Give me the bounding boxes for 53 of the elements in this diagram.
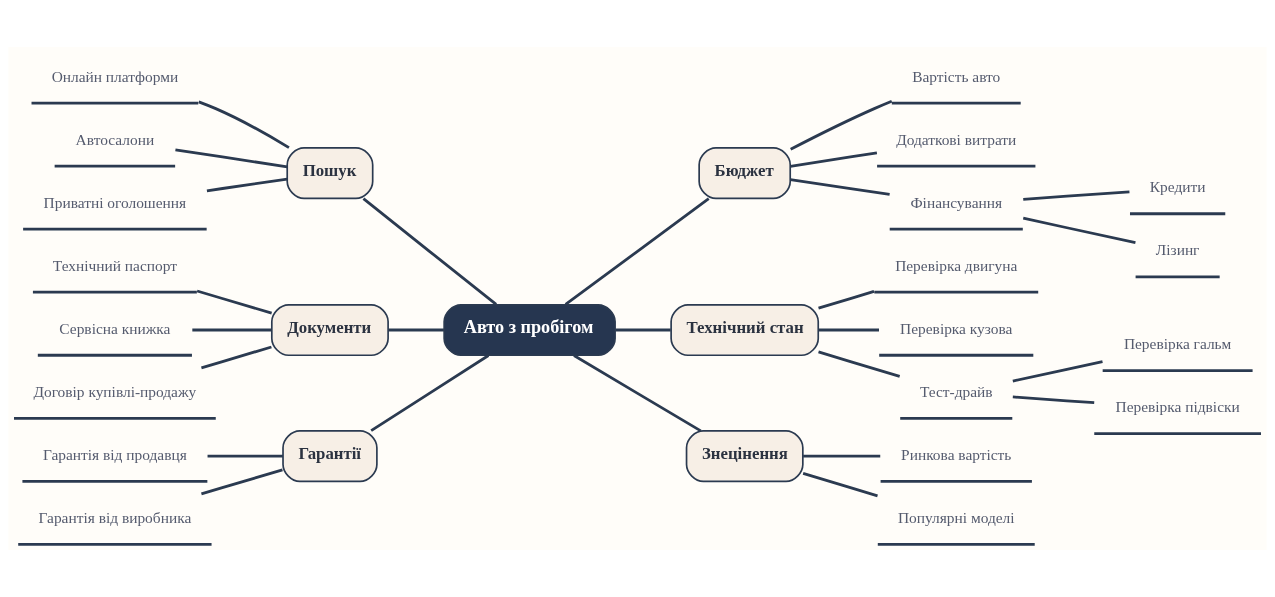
node-text: Лізинг — [1155, 241, 1200, 259]
node-text: Кредити — [1149, 178, 1206, 196]
node-box: Бюджет — [698, 147, 792, 200]
node-box: Технічний стан — [670, 303, 820, 357]
node-text: Гарантія від виробника — [38, 509, 192, 527]
node-text: Перевірка двигуна — [895, 256, 1018, 274]
connector — [818, 328, 879, 332]
node-text: Гарантія від продавця — [42, 446, 187, 464]
connector — [201, 345, 272, 370]
node-text: Перевірка кузова — [900, 319, 1013, 337]
connector — [1022, 216, 1136, 245]
connector — [201, 468, 283, 496]
node-box: Пошук — [286, 147, 374, 200]
connector — [1012, 360, 1103, 383]
connector — [362, 197, 498, 306]
connector — [564, 197, 710, 306]
connector — [573, 354, 702, 433]
node-box: Авто з пробігом — [443, 303, 616, 357]
connector — [206, 177, 288, 193]
node-text: Фінансування — [910, 193, 1003, 211]
node-text: Вартість авто — [912, 67, 1001, 85]
node-text: Перевірка гальм — [1123, 335, 1232, 353]
node-box: Гарантії — [282, 430, 378, 483]
connector — [790, 151, 878, 168]
node-text: Автосалони — [75, 130, 155, 148]
connector — [615, 328, 671, 332]
node-text: Перевірка підвіски — [1115, 398, 1240, 416]
connector — [370, 354, 490, 432]
connector — [175, 148, 288, 169]
node-text: Популярні моделі — [897, 509, 1015, 527]
connector — [818, 290, 875, 310]
connector — [192, 328, 272, 332]
node-text: Технічний паспорт — [52, 256, 177, 274]
node-box: Документи — [270, 303, 389, 357]
node-text: Приватні оголошення — [43, 193, 187, 211]
node-text: Сервісна книжка — [59, 319, 171, 337]
connector — [388, 328, 444, 332]
connector — [207, 454, 283, 458]
node-box: Знецінення — [685, 430, 804, 483]
connector — [198, 100, 290, 149]
connector — [1023, 190, 1130, 201]
connector — [790, 178, 890, 196]
node-text: Ринкова вартість — [901, 446, 1012, 464]
connector — [802, 472, 878, 498]
connector — [790, 100, 893, 151]
connector — [803, 454, 881, 458]
node-text: Онлайн платформи — [51, 67, 179, 85]
connector — [196, 289, 273, 315]
node-text: Тест-драйв — [919, 383, 993, 400]
connector — [1012, 395, 1095, 405]
connector — [818, 350, 901, 378]
node-text: Договір купівлі-продажу — [33, 383, 197, 400]
node-text: Додаткові витрати — [896, 130, 1017, 148]
